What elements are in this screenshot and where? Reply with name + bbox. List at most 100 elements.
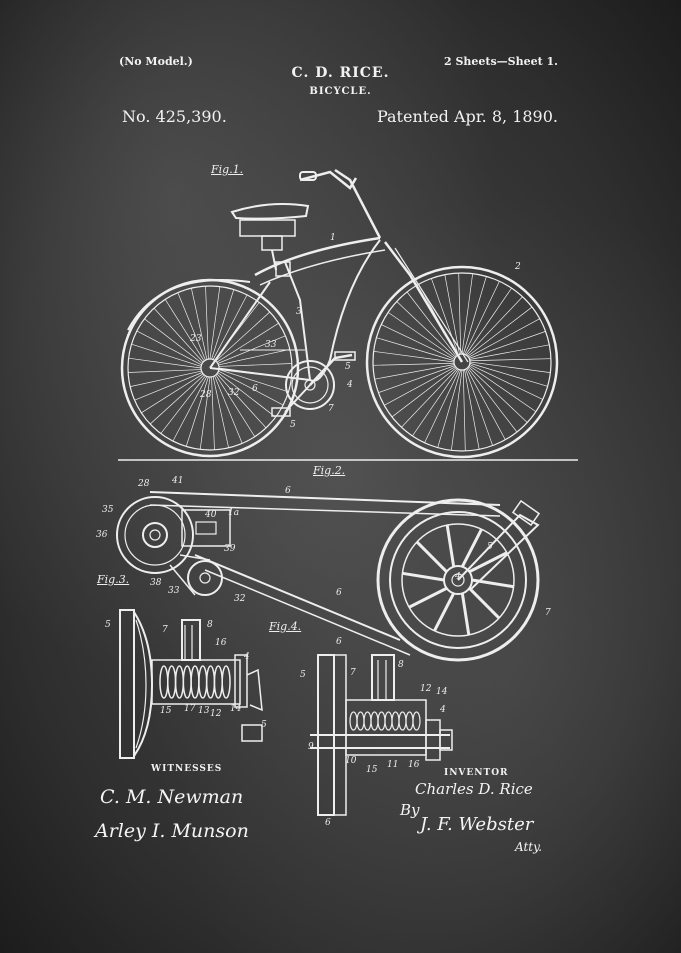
ref-numeral: 12 (420, 684, 432, 694)
coil-turn (198, 665, 208, 699)
figure-label-4: Fig.4. (269, 620, 302, 633)
coil-turn (159, 665, 169, 699)
spoke (381, 324, 455, 360)
spoke (391, 367, 457, 418)
hub-assembly (116, 496, 194, 574)
coil-turn (205, 665, 216, 699)
spoke (468, 365, 537, 412)
handle-grip (299, 171, 317, 181)
lever-roller (187, 560, 223, 596)
coil-turn (182, 665, 192, 699)
witnesses-label: WITNESSES (151, 764, 223, 774)
witness-signature-1: C. M. Newman (100, 786, 244, 808)
spoke (218, 370, 284, 406)
spoke (214, 375, 243, 444)
spoke (469, 364, 543, 400)
spoke (458, 273, 462, 355)
coil-turn (391, 711, 400, 731)
ref-numeral: 33 (265, 340, 277, 350)
coil-turn (221, 665, 231, 699)
ref-numeral: 7 (162, 625, 168, 635)
front-fork (384, 241, 464, 363)
ref-numeral: 28 (200, 390, 212, 400)
spoke (401, 368, 458, 428)
spoke (128, 357, 202, 369)
inventor-name-heading: C. D. RICE. (291, 65, 390, 81)
spoke (469, 361, 551, 374)
figure-label-1: Fig.1. (211, 163, 244, 176)
spoke (211, 289, 235, 360)
spoke (134, 372, 203, 401)
ref-numeral: 23 (190, 334, 202, 344)
spoke (467, 367, 518, 433)
spoke (415, 540, 448, 573)
spoke (468, 318, 540, 358)
chainring (285, 360, 335, 410)
no-model-label: (No Model.) (119, 55, 193, 68)
ref-numeral: 9 (308, 742, 314, 752)
ref-numeral: 5 (290, 420, 296, 430)
ref-numeral: 12 (210, 709, 222, 719)
spoke (172, 376, 208, 442)
patent-date: Patented Apr. 8, 1890. (376, 107, 558, 126)
spoke (211, 376, 215, 450)
ref-numeral: 1a (228, 508, 240, 518)
spoke (376, 337, 455, 362)
witness-signature-2: Arley I. Munson (95, 820, 249, 842)
spoke (131, 343, 202, 367)
ref-numeral: 8 (207, 620, 213, 630)
spoke (464, 369, 480, 450)
fig2-drive-drawing (116, 491, 541, 662)
ref-numeral: 7 (328, 404, 334, 414)
ref-numeral: 5 (105, 620, 111, 630)
coil-turn (412, 711, 421, 731)
spoke (373, 362, 455, 366)
ref-numeral: 1 (330, 233, 336, 243)
spoke (412, 368, 459, 437)
spoke (378, 365, 455, 393)
spoke (466, 296, 523, 356)
spoke (215, 374, 256, 437)
coil-turn (405, 711, 414, 731)
spoke (444, 274, 460, 355)
ref-numeral: 3 (296, 307, 302, 317)
spoke (177, 292, 206, 361)
spoke (431, 278, 459, 355)
ref-numeral: 10 (345, 756, 357, 766)
spoke (462, 369, 466, 451)
ref-numeral: 14 (436, 687, 448, 697)
spoke (215, 311, 271, 362)
ref-numeral: 11 (387, 760, 399, 770)
spoke (212, 376, 229, 448)
spoke (153, 307, 204, 363)
spoke (460, 528, 483, 568)
coil-turn (384, 711, 393, 731)
ref-numeral: 4 (347, 380, 353, 390)
inventor-label: INVENTOR (444, 768, 509, 778)
spoke (462, 276, 487, 355)
figure-label-2: Fig.2. (313, 464, 346, 477)
coil-turn (190, 665, 200, 699)
spoke (433, 592, 456, 632)
spoke (185, 376, 209, 447)
down-tube (309, 239, 381, 382)
figure-label-3: Fig.3. (97, 573, 130, 586)
inventor-signature: Charles D. Rice (415, 780, 533, 798)
ref-numeral: 39 (224, 544, 236, 554)
spoke (387, 312, 456, 359)
ref-numeral: 13 (198, 706, 210, 716)
ref-numeral: 7 (350, 668, 356, 678)
ref-numeral: 8 (398, 660, 404, 670)
saddle (230, 203, 310, 220)
ref-numeral: 33 (168, 586, 180, 596)
spoke (374, 364, 455, 380)
ref-numeral: 41 (172, 476, 184, 486)
ref-numeral: 15 (366, 765, 378, 775)
ref-numeral: 2 (515, 262, 521, 272)
ref-numeral: 4 (440, 705, 446, 715)
spoke (445, 524, 456, 567)
ref-numeral: 6 (325, 818, 331, 828)
pedal (334, 351, 356, 361)
ref-numeral: 40 (205, 510, 217, 520)
ref-numeral: 14 (230, 704, 242, 714)
